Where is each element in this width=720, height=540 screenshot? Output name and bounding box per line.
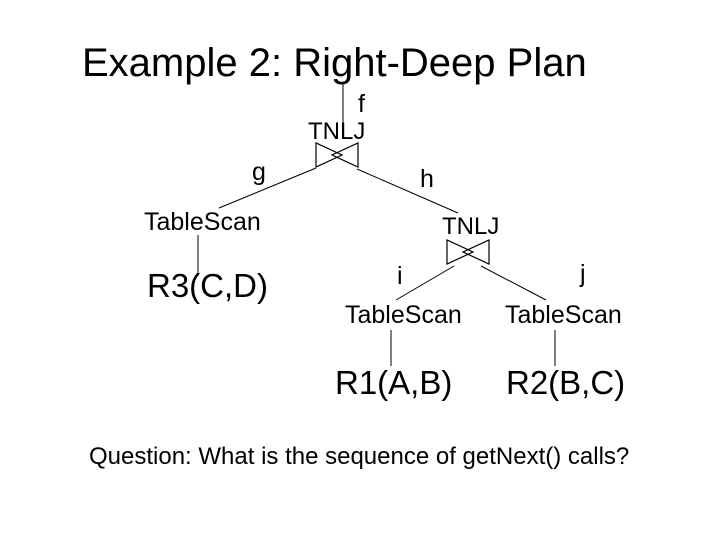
tablescan-left-label: TableScan bbox=[144, 208, 261, 236]
relation-r1-label: R1(A,B) bbox=[335, 364, 453, 401]
join-node-top-label: TNLJ bbox=[308, 118, 366, 145]
join-node-right-label: TNLJ bbox=[442, 213, 500, 240]
slide-title: Example 2: Right-Deep Plan bbox=[82, 41, 587, 85]
edge-line-i bbox=[395, 265, 455, 301]
edge-label-j: j bbox=[580, 260, 586, 288]
edge-label-i: i bbox=[397, 262, 403, 290]
edge-label-h: h bbox=[420, 165, 434, 193]
relation-r2-label: R2(B,C) bbox=[506, 364, 626, 401]
tablescan-right-label: TableScan bbox=[505, 301, 622, 329]
edge-label-f: f bbox=[358, 90, 365, 118]
join-bowtie-icon bbox=[446, 239, 490, 265]
join-bowtie-icon bbox=[315, 142, 359, 168]
tablescan-mid-label: TableScan bbox=[345, 301, 462, 329]
edge-line-j bbox=[480, 265, 547, 301]
edge-line-g bbox=[218, 167, 317, 209]
question-text: Question: What is the sequence of getNex… bbox=[89, 443, 630, 470]
edge-line-h bbox=[356, 168, 459, 214]
relation-r3-label: R3(C,D) bbox=[147, 267, 268, 304]
edge-label-g: g bbox=[252, 158, 266, 186]
